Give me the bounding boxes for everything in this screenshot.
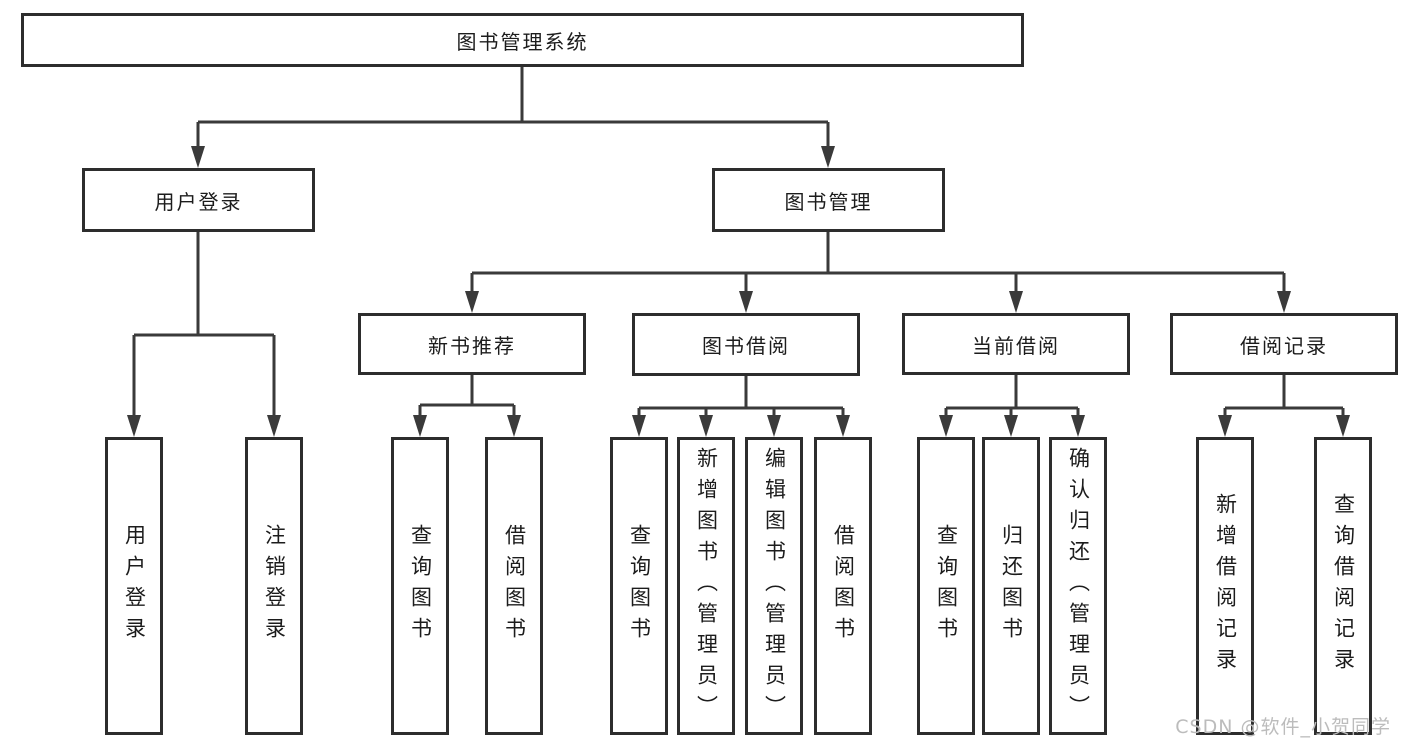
arrowhead <box>767 415 781 437</box>
node-root: 图书管理系统 <box>21 13 1024 67</box>
node-user-login-label: 用户登录 <box>154 189 243 214</box>
node-leaf-add-borrow-record: 新增借阅记录 <box>1196 437 1254 735</box>
node-leaf-query-book-b-label: 查询图书 <box>408 524 433 648</box>
node-current-borrow-label: 当前借阅 <box>972 333 1060 358</box>
arrowhead <box>1336 415 1350 437</box>
node-leaf-confirm-return-label: 确认归还（管理员） <box>1066 446 1091 726</box>
arrowhead <box>699 415 713 437</box>
arrowhead <box>465 291 479 313</box>
arrowhead <box>127 415 141 437</box>
node-leaf-add-book-label: 新增图书（管理员） <box>694 446 719 726</box>
arrowhead <box>507 415 521 437</box>
connector-root-to-level2 <box>191 67 835 168</box>
arrowhead <box>1218 415 1232 437</box>
node-leaf-logout-label: 注销登录 <box>262 524 287 648</box>
arrowhead <box>191 146 205 168</box>
node-leaf-query-borrow-record-label: 查询借阅记录 <box>1331 493 1356 679</box>
connector-book-borrow-to-leaves <box>632 376 850 437</box>
node-leaf-borrow-book-c: 借阅图书 <box>814 437 872 735</box>
node-leaf-query-book-b: 查询图书 <box>391 437 449 735</box>
arrowhead <box>1009 291 1023 313</box>
node-leaf-edit-book-label: 编辑图书（管理员） <box>762 446 787 726</box>
node-book-mgmt-label: 图书管理 <box>784 189 873 214</box>
node-leaf-borrow-book-b: 借阅图书 <box>485 437 543 735</box>
node-leaf-query-book-c-label: 查询图书 <box>627 524 652 648</box>
node-leaf-return-book: 归还图书 <box>982 437 1040 735</box>
node-borrow-records-label: 借阅记录 <box>1240 333 1328 358</box>
node-leaf-confirm-return: 确认归还（管理员） <box>1049 437 1107 735</box>
node-book-mgmt: 图书管理 <box>712 168 945 232</box>
node-current-borrow: 当前借阅 <box>902 313 1130 375</box>
connector-borrow-records-to-leaves <box>1218 375 1350 437</box>
arrowhead <box>1277 291 1291 313</box>
node-new-book-rec: 新书推荐 <box>358 313 586 375</box>
node-leaf-add-book: 新增图书（管理员） <box>677 437 735 735</box>
node-user-login: 用户登录 <box>82 168 315 232</box>
node-leaf-logout: 注销登录 <box>245 437 303 735</box>
node-leaf-return-book-label: 归还图书 <box>999 524 1024 648</box>
node-leaf-user-login: 用户登录 <box>105 437 163 735</box>
connector-book-mgmt-to-level3 <box>465 232 1291 313</box>
node-root-label: 图书管理系统 <box>456 29 589 54</box>
arrowhead <box>739 291 753 313</box>
node-leaf-add-borrow-record-label: 新增借阅记录 <box>1213 493 1238 679</box>
node-leaf-query-book-d: 查询图书 <box>917 437 975 735</box>
connector-new-book-rec-to-leaves <box>413 375 521 437</box>
node-book-borrow: 图书借阅 <box>632 313 860 376</box>
node-book-borrow-label: 图书借阅 <box>702 334 790 358</box>
arrowhead <box>1004 415 1018 437</box>
connector-user-login-to-leaves <box>127 232 281 437</box>
arrowhead <box>267 415 281 437</box>
arrowhead <box>413 415 427 437</box>
arrowhead <box>939 415 953 437</box>
node-leaf-borrow-book-c-label: 借阅图书 <box>831 524 856 648</box>
node-leaf-edit-book: 编辑图书（管理员） <box>745 437 803 735</box>
csdn-watermark: CSDN @软件_小贺同学 <box>1175 716 1391 738</box>
node-new-book-rec-label: 新书推荐 <box>428 333 516 358</box>
arrowhead <box>821 146 835 168</box>
arrowhead <box>836 415 850 437</box>
arrowhead <box>1071 415 1085 437</box>
node-leaf-query-book-c: 查询图书 <box>610 437 668 735</box>
arrowhead <box>632 415 646 437</box>
node-leaf-query-borrow-record: 查询借阅记录 <box>1314 437 1372 735</box>
connector-current-borrow-to-leaves <box>939 375 1085 437</box>
node-leaf-borrow-book-b-label: 借阅图书 <box>502 524 527 648</box>
node-leaf-user-login-label: 用户登录 <box>122 524 147 648</box>
node-leaf-query-book-d-label: 查询图书 <box>934 524 959 648</box>
node-borrow-records: 借阅记录 <box>1170 313 1398 375</box>
